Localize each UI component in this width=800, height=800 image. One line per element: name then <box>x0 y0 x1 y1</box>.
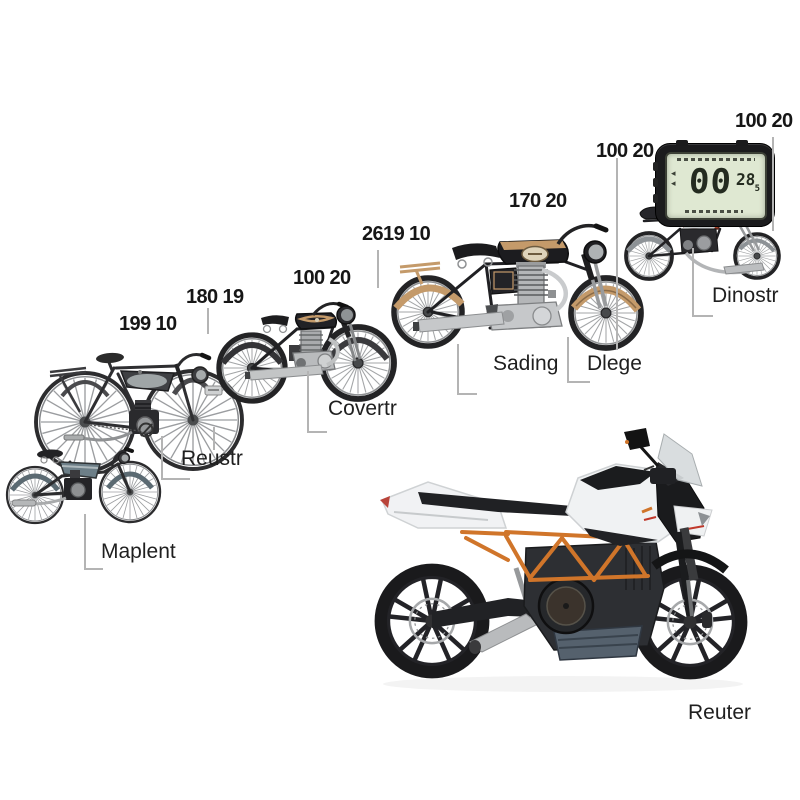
lcd-speed-value: 00 <box>687 162 734 202</box>
motorized-bicycle-illustration <box>34 352 244 473</box>
top-right-connector-line <box>772 137 774 231</box>
speedometer-lcd-screen: ◂◂ 00 28 5 <box>665 152 767 220</box>
maplent-connector-line <box>84 514 86 570</box>
lcd-indicator-icons: ◂◂ <box>671 168 676 188</box>
year-label-top-right: 100 20 <box>735 110 793 132</box>
lcd-micro-text-row <box>685 210 743 213</box>
year-180-connector-line <box>207 308 209 334</box>
year-2619-connector-line <box>377 250 379 288</box>
year-label-speedometer: 100 20 <box>596 140 654 162</box>
speedometer-button <box>653 162 658 171</box>
maplent-connector-line <box>84 568 103 570</box>
reustr-connector-line <box>213 427 215 450</box>
year-label-sading-bike: 2619 10 <box>362 223 431 245</box>
lcd-sub-value: 5 <box>754 184 760 194</box>
dinostr-connector-line <box>692 248 694 317</box>
year-label-motorized-bicycle: 199 10 <box>119 313 177 335</box>
dinostr-connector-line <box>692 315 713 317</box>
reuter-modern-bike-illustration <box>358 428 768 692</box>
model-label-dinostr: Dinostr <box>712 284 779 307</box>
sading-classic-bike-illustration <box>390 223 646 357</box>
sading-connector-line <box>457 344 459 395</box>
digital-speedometer: ◂◂ 00 28 5 <box>653 140 775 227</box>
speedometer-button <box>653 178 658 187</box>
covertr-connector-line <box>307 431 327 433</box>
sading-connector-line <box>457 393 477 395</box>
maplent-moped-illustration <box>5 447 162 525</box>
covertr-classic-bike-illustration <box>213 301 399 408</box>
speedometer-connector-line <box>616 158 618 350</box>
reustr-connector-line <box>161 436 163 480</box>
speedometer-mount-tab <box>736 140 748 146</box>
model-label-maplent: Maplent <box>101 540 176 563</box>
year-label-covertr-bike: 100 20 <box>293 267 351 289</box>
lcd-secondary-value: 28 <box>735 170 756 189</box>
model-label-covertr: Covertr <box>328 397 397 420</box>
year-label-classic-front: 170 20 <box>509 190 567 212</box>
lcd-micro-text-row <box>677 158 755 161</box>
speedometer-button <box>653 194 658 203</box>
dlege-connector-line <box>567 337 569 383</box>
model-label-dlege: Dlege <box>587 352 642 375</box>
reustr-connector-line <box>161 478 190 480</box>
speedometer-mount-tab <box>676 140 688 146</box>
model-label-reustr: Reustr <box>181 447 243 470</box>
year-label-reustr-area: 180 19 <box>186 286 244 308</box>
model-label-sading: Sading <box>493 352 559 375</box>
model-label-reuter: Reuter <box>688 701 752 724</box>
covertr-connector-line <box>307 371 309 433</box>
dlege-connector-line <box>567 381 590 383</box>
